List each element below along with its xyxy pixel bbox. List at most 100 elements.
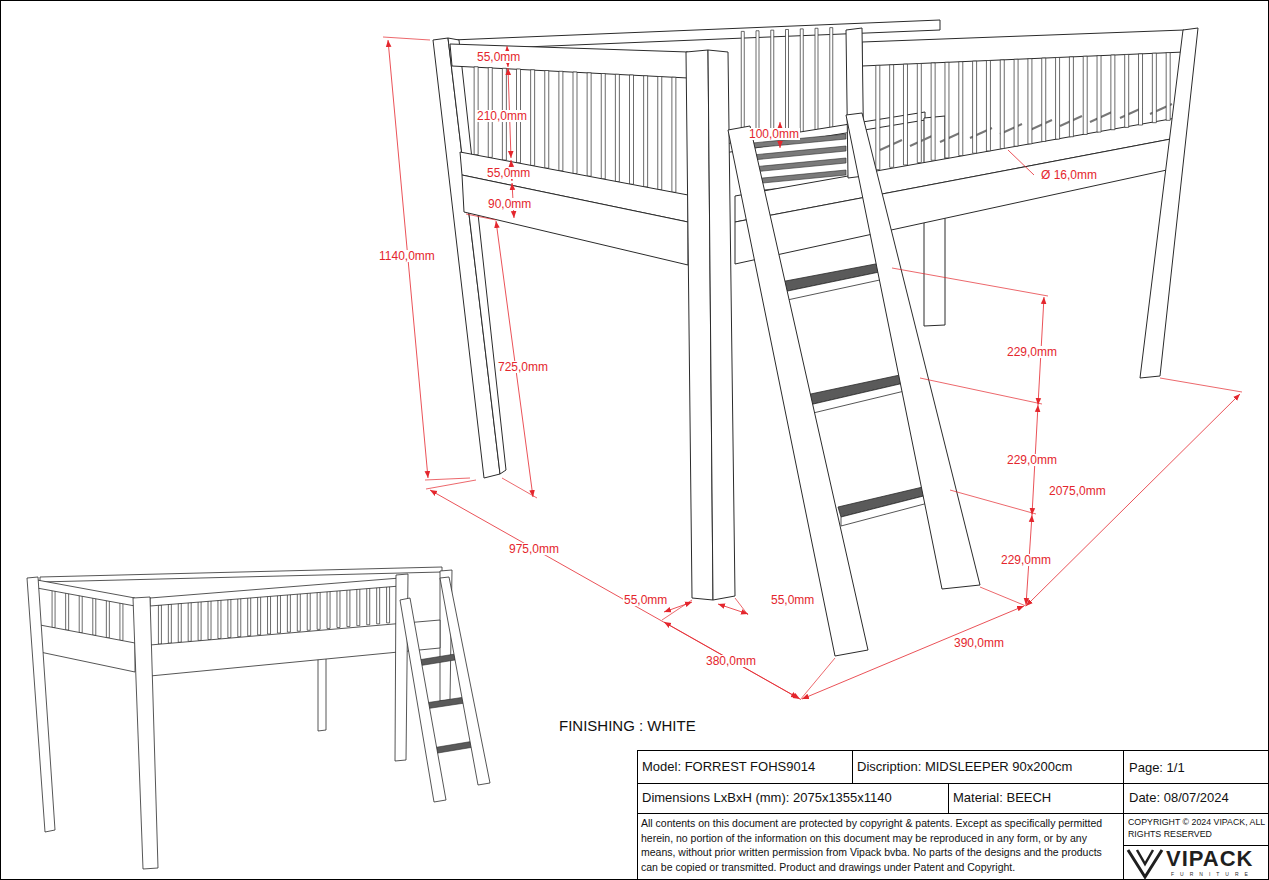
guard-rail	[450, 44, 688, 78]
dimension-line	[496, 221, 533, 497]
spindle	[317, 590, 320, 630]
spindle	[973, 61, 977, 153]
dimension-line	[664, 622, 800, 699]
spindle	[559, 71, 563, 171]
table-rule	[1123, 750, 1124, 880]
logo-mark	[1137, 850, 1153, 864]
spindle	[268, 594, 271, 633]
dimension-label: 210,0mm	[476, 110, 528, 123]
table-cell: Discription: MIDSLEEPER 90x200cm	[857, 760, 1072, 774]
spindle	[327, 589, 330, 629]
dimension-line	[1026, 394, 1240, 606]
back-spindle	[800, 29, 803, 143]
spindle	[601, 74, 605, 179]
title-frame	[638, 751, 1269, 880]
table-cell: Date: 08/07/2024	[1129, 791, 1229, 805]
spindle	[658, 77, 662, 190]
spindle	[903, 64, 907, 165]
spindle	[630, 75, 634, 184]
logo-mark	[1128, 850, 1162, 877]
bed-leg	[318, 650, 326, 731]
ladder-step	[432, 741, 474, 754]
guard-rail	[862, 30, 1184, 66]
spindle	[1111, 55, 1115, 130]
ladder-step	[778, 270, 889, 302]
spindle	[307, 591, 310, 631]
spindle	[158, 605, 161, 644]
ladder-stringer	[400, 598, 446, 802]
spindle	[1125, 54, 1129, 127]
title-block	[637, 750, 1269, 880]
main-view	[433, 20, 1198, 656]
table-rule	[1123, 845, 1268, 846]
spindle	[1152, 53, 1156, 122]
dimension-line	[802, 606, 1024, 699]
spindle	[615, 74, 619, 181]
back-spindle	[830, 28, 833, 140]
ladder-stringer	[846, 113, 980, 589]
bed-post	[448, 38, 506, 474]
spindle	[387, 583, 390, 623]
bed-frame	[735, 138, 1176, 264]
thumbnail-view	[27, 567, 490, 869]
extension-line	[920, 378, 1042, 404]
spindle	[357, 586, 360, 626]
leader-line	[1008, 150, 1034, 175]
dimension-label: 390,0mm	[953, 637, 1005, 650]
extension-line	[950, 490, 1036, 514]
dimension-line	[430, 490, 798, 698]
extension-line	[1160, 378, 1242, 392]
spindle	[1056, 57, 1060, 139]
extension-line	[425, 478, 470, 480]
table-cell: Page: 1/1	[1129, 761, 1185, 775]
spindle	[1042, 58, 1046, 141]
dimension-label: 2075,0mm	[1048, 485, 1107, 498]
dimension-label: 975,0mm	[508, 543, 560, 556]
bed-post	[1140, 28, 1198, 378]
spindle	[1028, 59, 1032, 144]
spindle	[1069, 57, 1073, 137]
spindle	[208, 600, 211, 639]
spindle	[1014, 59, 1018, 146]
dimension-label: 90,0mm	[487, 198, 532, 211]
table-cell: Material: BEECH	[953, 791, 1051, 805]
extension-line	[980, 587, 1026, 606]
spindle	[1097, 56, 1101, 132]
dimension-label: 725,0mm	[497, 361, 549, 374]
guard-rail	[150, 578, 400, 606]
extension-line	[735, 598, 748, 615]
spindle	[93, 595, 96, 635]
spindle	[106, 597, 109, 637]
spindle	[672, 77, 676, 192]
spindle	[531, 70, 535, 166]
dimension-label: 229,0mm	[1006, 454, 1058, 467]
spindle	[545, 71, 549, 169]
extension-line	[383, 37, 430, 40]
spindle	[876, 65, 880, 169]
dimension-label: 229,0mm	[1006, 346, 1058, 359]
dimension-label: 55,0mm	[770, 594, 815, 607]
spindle	[287, 593, 290, 633]
dimension-label: 1140,0mm	[378, 250, 436, 263]
dimension-label: Ø 16,0mm	[1040, 169, 1098, 182]
spindle	[347, 587, 350, 627]
dimension-label: 55,0mm	[476, 51, 521, 64]
spindle	[297, 592, 300, 632]
spindle	[218, 599, 221, 638]
spindle	[917, 64, 921, 163]
dimension-label: 229,0mm	[1000, 554, 1052, 567]
spindle	[945, 62, 949, 158]
dimension-label: 55,0mm	[623, 594, 668, 607]
spindle	[573, 72, 577, 174]
spindle	[587, 73, 591, 176]
guard-rail	[37, 580, 135, 606]
back-spindle	[815, 28, 818, 141]
table-rule	[637, 813, 1268, 814]
spindle	[1139, 54, 1143, 125]
bed-slat	[1030, 120, 1052, 130]
bed-post	[27, 577, 55, 832]
extension-line	[800, 658, 835, 700]
